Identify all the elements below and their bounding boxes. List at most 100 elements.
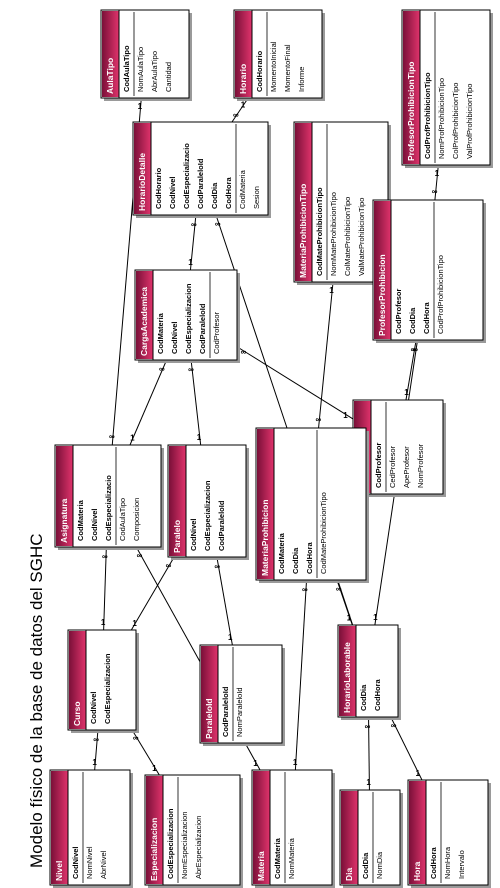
field-nomnivel: NomNivel [85, 846, 94, 879]
field-codmateria: CodMateria [277, 532, 286, 574]
field-nomprofesor: NomProfesor [416, 443, 425, 488]
field-sesion: Sesion [252, 186, 261, 209]
table-box [132, 121, 269, 216]
field-codhora: CodHora [422, 302, 431, 334]
cardinality-many: ∞ [133, 734, 139, 743]
cardinality-one: 1 [188, 258, 193, 267]
field-codnivel: CodNivel [71, 846, 80, 879]
field-codhora: CodHora [429, 847, 438, 879]
cardinality-many: ∞ [336, 585, 342, 594]
field-codespecializacio: CodEspecializacio [182, 143, 191, 209]
cardinality-many: ∞ [191, 220, 197, 229]
field-codespecializacion: CodEspecializacion [203, 480, 212, 551]
cardinality-many: ∞ [241, 348, 247, 357]
table-header [295, 123, 312, 281]
cardinality-one: 1 [241, 101, 246, 110]
relationship-especializacion-curso [131, 729, 160, 776]
cardinality-many: ∞ [302, 585, 308, 594]
relationship-paraleloid-paralelo [216, 556, 233, 646]
field-codnivel: CodNivel [89, 691, 98, 724]
field-valmateprohibiciontipo: ValMateProhibicionTipo [357, 198, 366, 276]
field-coddia: CodDia [291, 547, 300, 574]
cardinality-one: 1 [373, 613, 378, 622]
table-header [146, 776, 163, 884]
table-header [56, 446, 73, 546]
field-codmateria: CodMateria [273, 837, 282, 879]
table-header [253, 771, 270, 884]
relationship-asignatura-cargaacademica [129, 359, 168, 446]
table-name: Horario [238, 64, 248, 94]
field-codprofesor: CodProfesor [374, 442, 383, 488]
cardinality-one: 1 [92, 758, 97, 767]
relationship-profesor-cargaacademica [236, 346, 354, 420]
cardinality-one: 1 [152, 764, 157, 773]
cardinality-many: ∞ [233, 111, 239, 120]
field-nomprofprohibiciontipo: NomProfProhibicionTipo [437, 78, 446, 159]
relationship-dia-horariolaborable [368, 716, 370, 791]
field-abrespecializacion: AbrEspecializacion [194, 816, 203, 879]
cardinality-one: 1 [404, 388, 409, 397]
table-header [134, 123, 151, 214]
field-codaulatipo: CodAulaTipo [122, 45, 131, 92]
table-name: Hora [412, 861, 422, 881]
relationship-matprohtipo-materiaprohibicion [318, 281, 334, 429]
table-name: Dia [344, 868, 354, 882]
table-header [169, 446, 186, 556]
cardinality-one: 1 [253, 759, 258, 768]
table-name: Paralelo [172, 520, 182, 553]
cardinality-one: 1 [132, 619, 137, 628]
field-codmateria: CodMateria [156, 312, 165, 354]
cardinality-many: ∞ [215, 220, 221, 229]
table-name: ProfesorProhibicionTipo [406, 62, 416, 162]
field-abrnivel: AbrNivel [99, 850, 108, 879]
field-coddia: CodDia [359, 684, 368, 711]
table-name: Especializacion [149, 818, 159, 881]
field-nommateprohibiciontipo: NomMateProhibicionTipo [329, 192, 338, 276]
table-header [102, 11, 119, 97]
field-codhorario: CodHorario [255, 50, 264, 92]
table-name: MateriaProhibicion [260, 499, 270, 576]
cardinality-many: ∞ [102, 552, 108, 561]
field-codhora: CodHora [373, 679, 382, 711]
relationship-hora-horariolaborable [390, 716, 423, 781]
table-header [235, 11, 252, 97]
field-codparaleloid: CodParaleloId [217, 500, 226, 551]
field-codmateria: CodMateria [238, 169, 247, 209]
field-cantidad: Cantidad [164, 62, 173, 92]
cardinality-many: ∞ [412, 345, 418, 354]
relationship-nivel-curso [94, 729, 99, 771]
table-name: AulaTipo [105, 58, 115, 94]
table-name: HorarioDetalle [137, 153, 147, 211]
field-cedprofesor: CedProfesor [388, 445, 397, 488]
cardinality-labels: 1∞1∞1∞1∞1∞1∞1∞1∞1∞1∞1∞1∞1∞1∞1∞1∞1∞1∞1∞1∞… [92, 101, 439, 787]
cardinality-many: ∞ [365, 722, 371, 731]
field-codaulatipo: CodAulaTipo [118, 498, 127, 541]
cardinality-one: 1 [415, 769, 420, 778]
table-name: Curso [72, 701, 82, 726]
table-header [51, 771, 68, 884]
table-header [341, 791, 358, 884]
field-informe: Informe [297, 67, 306, 92]
field-nommateria: NomMateria [287, 837, 296, 879]
table-header [409, 781, 426, 884]
field-codparaleloid: CodParaleloId [196, 158, 205, 209]
field-coddia: CodDia [210, 182, 219, 209]
field-momentofinal: MomentoFinal [283, 44, 292, 92]
field-nomespecializacion: NomEspecializacion [180, 811, 189, 879]
cardinality-many: ∞ [159, 364, 165, 373]
cardinality-many: ∞ [137, 551, 143, 560]
field-codnivel: CodNivel [90, 508, 99, 541]
